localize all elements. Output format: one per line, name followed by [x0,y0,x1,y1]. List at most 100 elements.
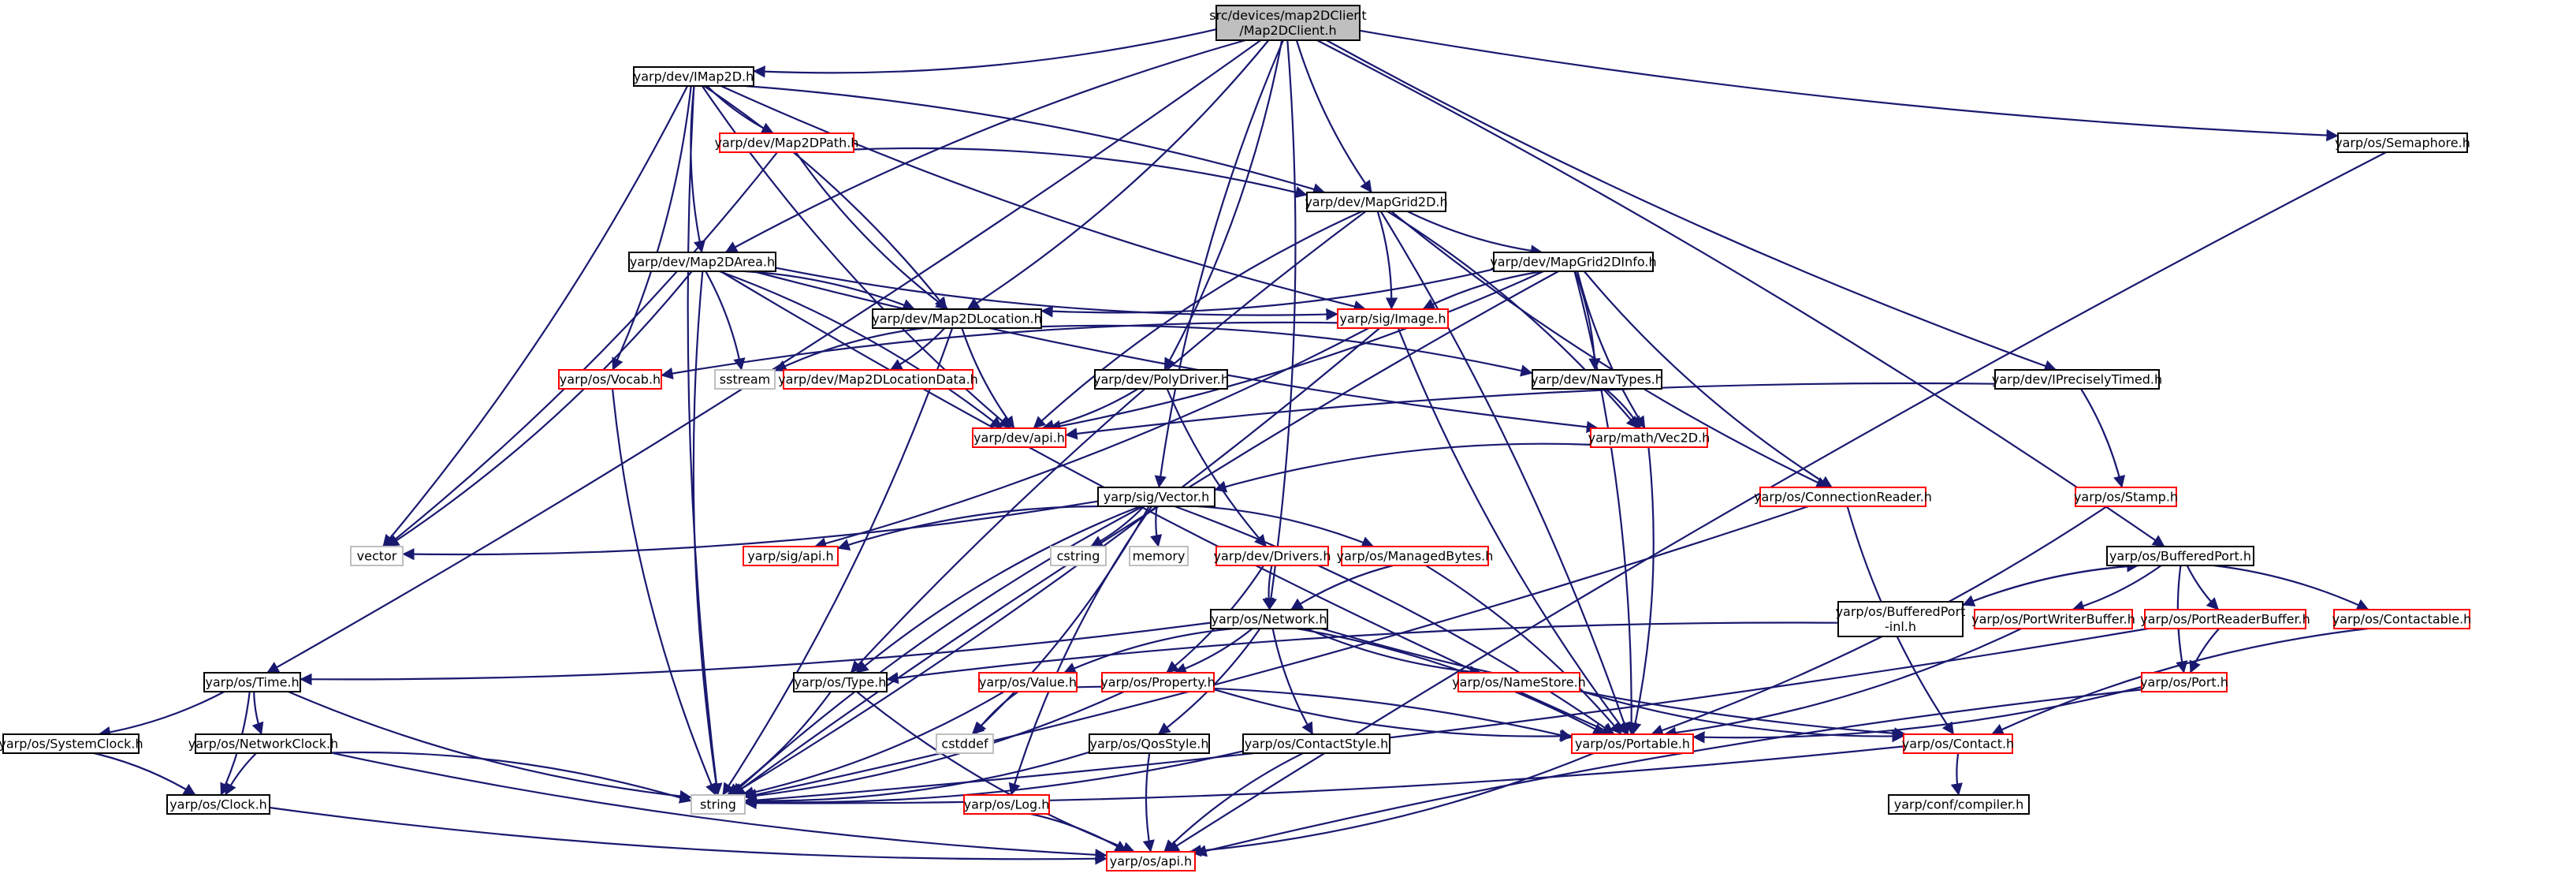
node-compiler[interactable]: yarp/conf/compiler.h [1888,794,2030,815]
node-namestore[interactable]: yarp/os/NameStore.h [1452,672,1586,692]
edge-sigvector-to-sigapi [837,505,1099,551]
node-label-compiler: yarp/conf/compiler.h [1894,797,2024,812]
node-box-devapi [972,427,1067,448]
node-sstream[interactable]: sstream [714,369,776,390]
edge-osnetwork-to-osvalue [1063,627,1234,674]
edge-mapgrid2dinfo-to-map2dlocation [1040,268,1495,318]
node-box-ostime [203,672,301,692]
node-box-osport [2141,672,2228,692]
edge-osproperty-to-string [744,690,1125,802]
node-ostime[interactable]: yarp/os/Time.h [203,672,301,692]
node-map2dlocdata[interactable]: yarp/dev/Map2DLocationData.h [778,369,978,390]
node-label-map2darea: yarp/dev/Map2DArea.h [630,255,775,270]
edge-osnetwork-to-osproperty [1174,628,1253,675]
node-map2dpath[interactable]: yarp/dev/Map2DPath.h [715,132,859,153]
node-qosstyle[interactable]: yarp/os/QosStyle.h [1089,733,1210,754]
node-mapgrid2d[interactable]: yarp/dev/MapGrid2D.h [1305,192,1448,212]
edge-osvocab-to-string [612,388,717,796]
edge-sysclock-to-osclock [93,752,196,796]
edge-map2dlocation-to-map2dlocdata [889,327,946,371]
node-osvalue[interactable]: yarp/os/Value.h [978,672,1078,692]
node-map2darea[interactable]: yarp/dev/Map2DArea.h [628,252,776,272]
edge-root-to-semaphore [1359,29,2339,142]
node-portwriterbuf[interactable]: yarp/os/PortWriterBuffer.h [1971,609,2135,629]
edge-root-to-map2dlocation [966,39,1270,310]
edge-root-to-sigvector [1154,39,1284,488]
node-contactstyle[interactable]: yarp/os/ContactStyle.h [1242,733,1390,754]
node-box-string [691,794,746,815]
node-osport[interactable]: yarp/os/Port.h [2140,672,2228,692]
node-portable[interactable]: yarp/os/Portable.h [1571,733,1694,754]
node-box-root [1215,5,1361,41]
node-oslog[interactable]: yarp/os/Log.h [963,794,1050,815]
edge-sigimage-to-sigapi [813,327,1370,550]
node-box-memory [1129,546,1189,566]
edge-qosstyle-to-string [744,751,1090,808]
node-semaphore[interactable]: yarp/os/Semaphore.h [2335,132,2470,153]
edge-imap2d-to-mapgrid2d [745,84,1326,196]
node-connreader[interactable]: yarp/os/ConnectionReader.h [1754,487,1932,507]
node-managedbytes[interactable]: yarp/os/ManagedBytes.h [1337,546,1494,566]
node-polydriver[interactable]: yarp/dev/PolyDriver.h [1093,369,1229,390]
node-string[interactable]: string [691,794,746,815]
node-vec2d[interactable]: yarp/math/Vec2D.h [1588,427,1711,448]
node-vector[interactable]: vector [350,546,404,566]
edge-mapgrid2d-to-ostype [850,211,1367,674]
node-osvocab[interactable]: yarp/os/Vocab.h [558,369,662,390]
node-devapi[interactable]: yarp/dev/api.h [972,427,1067,448]
node-label-mapgrid2dinfo: yarp/dev/MapGrid2DInfo.h [1490,255,1656,270]
node-osclock[interactable]: yarp/os/Clock.h [166,794,270,815]
node-sysclock[interactable]: yarp/os/SystemClock.h [0,733,143,754]
edge-managedbytes-to-portable [1425,565,1622,735]
node-box-osapi [1106,851,1196,871]
edge-navtypes-to-vec2d [1605,388,1642,429]
node-root[interactable]: src/devices/map2DClient/Map2DClient.h [1209,5,1367,41]
node-devdrivers[interactable]: yarp/dev/Drivers.h [1213,546,1331,566]
node-sigvector[interactable]: yarp/sig/Vector.h [1097,487,1215,507]
node-portreaderbuf[interactable]: yarp/os/PortReaderBuffer.h [2140,609,2310,629]
edge-root-to-iprecisely [1326,39,2057,372]
node-bufferedport[interactable]: yarp/os/BufferedPort.h [2106,546,2254,566]
node-label-osproperty: yarp/os/Property.h [1100,675,1215,690]
edge-contactstyle-to-string [744,750,1244,808]
node-osapi[interactable]: yarp/os/api.h [1106,851,1196,871]
node-mapgrid2dinfo[interactable]: yarp/dev/MapGrid2DInfo.h [1490,252,1657,272]
node-box-devdrivers [1215,546,1329,566]
node-label-portreaderbuf: yarp/os/PortReaderBuffer.h [2140,612,2310,627]
node-oscontact[interactable]: yarp/os/Contact.h [1902,733,2014,754]
node-bufportinl[interactable]: yarp/os/BufferedPort-inl.h [1836,601,1966,637]
node-osnetwork[interactable]: yarp/os/Network.h [1210,609,1328,629]
node-box-polydriver [1094,369,1228,390]
node-label-cstring: cstring [1057,549,1100,564]
node-osproperty[interactable]: yarp/os/Property.h [1100,672,1215,692]
node-ostype[interactable]: yarp/os/Type.h [793,672,888,692]
edge-bufferedport-to-portwriterbuf [2072,565,2162,612]
node-navtypes[interactable]: yarp/dev/NavTypes.h [1531,369,1663,390]
node-box-osproperty [1101,672,1215,692]
edge-sigvector-to-ostype [855,505,1141,674]
node-label-osclock: yarp/os/Clock.h [169,797,267,812]
edge-map2darea-to-vector [386,271,693,547]
node-cstddef[interactable]: cstddef [936,733,994,754]
edge-sigimage-to-portable [1397,327,1629,735]
edge-ostime-to-netclock [251,691,264,735]
node-stamp[interactable]: yarp/os/Stamp.h [2074,487,2178,507]
node-sigimage[interactable]: yarp/sig/Image.h [1337,308,1449,329]
edge-root-to-polydriver [1163,39,1283,371]
node-cstring[interactable]: cstring [1050,546,1107,566]
node-map2dlocation[interactable]: yarp/dev/Map2DLocation.h [872,308,1042,329]
node-imap2d[interactable]: yarp/dev/IMap2D.h [633,66,754,87]
node-iprecisely[interactable]: yarp/dev/IPreciselyTimed.h [1992,369,2162,390]
node-label-osvalue: yarp/os/Value.h [979,675,1077,690]
node-label-bufferedport: yarp/os/BufferedPort.h [2109,549,2251,564]
node-sigapi[interactable]: yarp/sig/api.h [743,546,839,566]
node-label-ostype: yarp/os/Type.h [795,675,887,690]
node-label-memory: memory [1133,549,1186,564]
edge-sigvector-to-oslog [1008,506,1153,796]
edge-oscontact-to-string [744,745,1904,810]
node-netclock[interactable]: yarp/os/NetworkClock.h [188,733,338,754]
node-memory[interactable]: memory [1129,546,1189,566]
node-box-ostype [793,672,888,692]
node-box-compiler [1888,794,2030,815]
node-contactable[interactable]: yarp/os/Contactable.h [2332,609,2472,629]
